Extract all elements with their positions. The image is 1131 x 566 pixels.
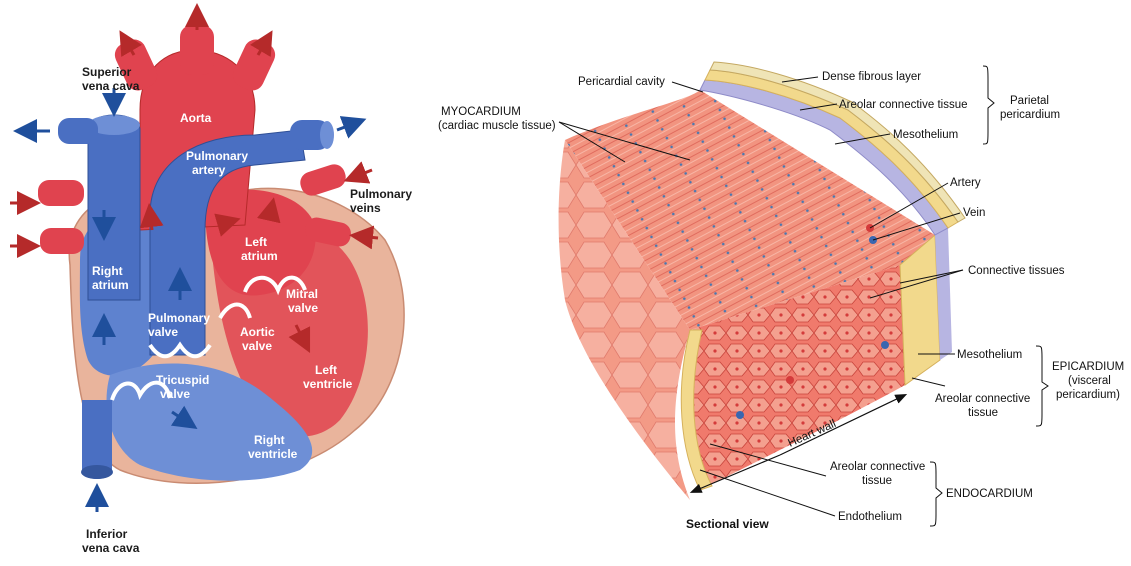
label-sectional-view: Sectional view — [686, 517, 769, 531]
label-dense-fibrous-layer: Dense fibrous layer — [822, 71, 921, 83]
epicardium-bracket — [1036, 346, 1048, 426]
label-areolar-top: Areolar connective tissue — [839, 99, 967, 111]
label-vein: Vein — [963, 207, 985, 219]
label-aorta: Aorta — [180, 111, 212, 125]
label-endothelium: Endothelium — [838, 511, 902, 523]
label-mesothelium-top: Mesothelium — [893, 129, 958, 141]
label-endocardium: ENDOCARDIUM — [946, 488, 1033, 500]
label-myocardium: MYOCARDIUM(cardiac muscle tissue) — [438, 106, 556, 132]
label-artery: Artery — [950, 177, 981, 189]
label-pericardial-cavity: Pericardial cavity — [578, 76, 665, 88]
endocardium-bracket — [930, 462, 942, 526]
label-connective-tissues: Connective tissues — [968, 265, 1065, 277]
parietal-bracket — [983, 66, 994, 144]
heart-wall-section: Heart wall Pericardial cavity Dense fibr… — [438, 62, 1124, 531]
label-mesothelium-mid: Mesothelium — [957, 349, 1022, 361]
